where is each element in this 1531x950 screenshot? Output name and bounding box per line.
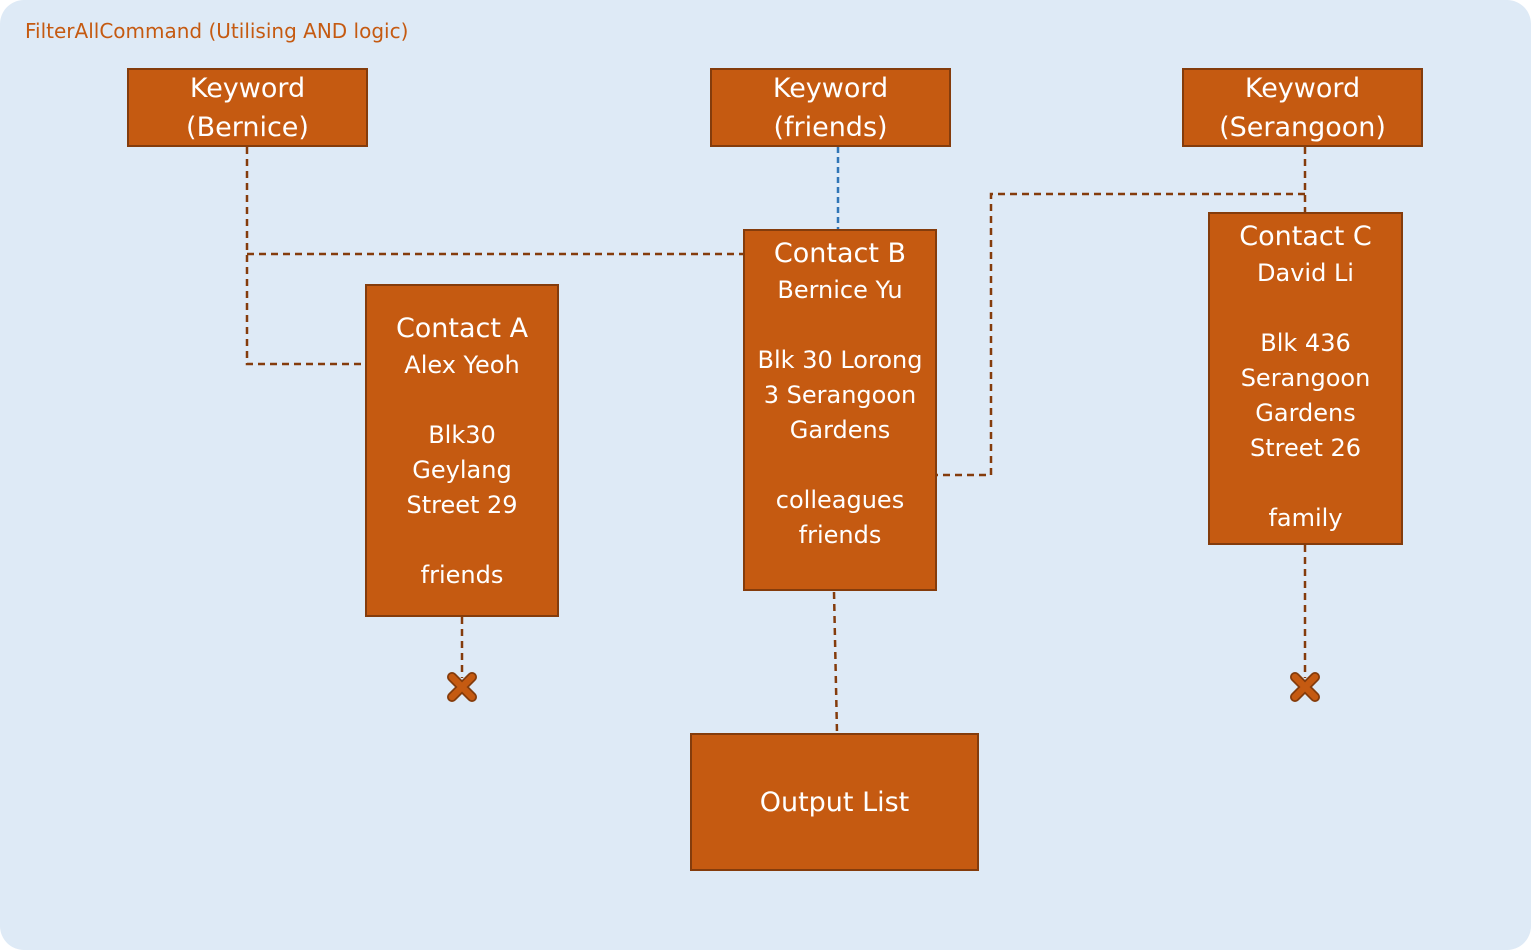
output-list-box: Output List	[690, 733, 979, 871]
contact-address-line: Gardens	[789, 416, 891, 444]
keyword-label: Keyword	[1244, 72, 1361, 104]
contact-title: Contact C	[1239, 221, 1372, 252]
contact-address-line: Geylang	[412, 456, 512, 484]
contact-name: Bernice Yu	[777, 276, 903, 304]
connector-serangoon-to-contact-b	[936, 192, 1305, 477]
contact-name: David Li	[1257, 259, 1354, 287]
contact-tag: friends	[798, 521, 882, 549]
contact-tag: colleagues	[775, 486, 905, 514]
keyword-box-friends: Keyword (friends)	[710, 68, 951, 147]
contact-card-a: Contact A Alex Yeoh Blk30 Geylang Street…	[365, 284, 559, 617]
keyword-value: (Bernice)	[186, 111, 309, 143]
keyword-label: Keyword	[189, 72, 306, 104]
connector-bernice-to-contact-a	[245, 147, 366, 366]
contact-address-line: Blk 30 Lorong	[757, 346, 923, 374]
contact-card-b: Contact B Bernice Yu Blk 30 Lorong 3 Ser…	[743, 229, 937, 591]
contact-tag: friends	[420, 561, 504, 589]
contact-address-line: Serangoon	[1240, 364, 1371, 392]
connector-contact-b-to-output	[832, 591, 839, 734]
contact-name: Alex Yeoh	[404, 351, 520, 379]
contact-tag: family	[1268, 504, 1343, 532]
output-list-label: Output List	[759, 786, 910, 818]
contact-title: Contact A	[395, 313, 529, 344]
contact-card-c: Contact C David Li Blk 436 Serangoon Gar…	[1208, 212, 1403, 545]
contact-address-line: Blk30	[428, 421, 496, 449]
keyword-value: (Serangoon)	[1219, 111, 1386, 143]
contact-address-line: Blk 436	[1260, 329, 1351, 357]
cross-icon	[447, 672, 477, 702]
diagram-title: FilterAllCommand (Utilising AND logic)	[25, 19, 409, 43]
contact-address-line: Gardens	[1255, 399, 1356, 427]
cross-icon	[1290, 672, 1320, 702]
keyword-label: Keyword	[772, 72, 889, 104]
keyword-box-bernice: Keyword (Bernice)	[127, 68, 368, 147]
contact-address-line: 3 Serangoon	[763, 381, 917, 409]
keyword-box-serangoon: Keyword (Serangoon)	[1182, 68, 1423, 147]
keyword-value: (friends)	[773, 111, 888, 143]
contact-address-line: Street 29	[406, 491, 518, 519]
contact-address-line: Street 26	[1249, 434, 1362, 462]
contact-title: Contact B	[773, 238, 907, 269]
